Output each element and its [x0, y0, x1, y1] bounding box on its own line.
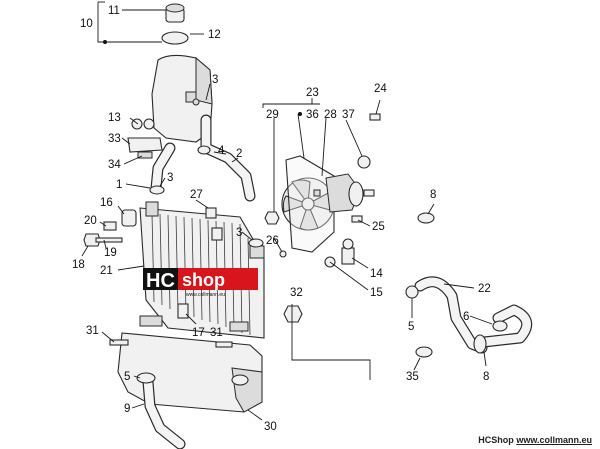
callout-24: 24 [374, 83, 387, 95]
leader-dots [103, 40, 302, 116]
callout-16: 16 [100, 197, 113, 209]
callout-5: 5 [408, 321, 414, 333]
callout-36: 36 [306, 109, 319, 121]
callout-28: 28 [324, 109, 337, 121]
callout-32: 32 [290, 287, 303, 299]
hose-tank-to-pump [200, 114, 256, 202]
watermark-hc: HC [146, 270, 175, 292]
hose-6 [478, 304, 533, 348]
leader-lines [81, 1, 493, 421]
callout-5: 5 [124, 371, 130, 383]
callout-23: 23 [306, 87, 319, 99]
hose-clamps [136, 145, 508, 384]
watermark-shop: shop [182, 270, 225, 290]
callout-33: 33 [108, 133, 121, 145]
callout-27: 27 [190, 189, 203, 201]
callout-13: 13 [108, 112, 121, 124]
small-hardware [83, 113, 381, 348]
callout-17: 17 [192, 327, 205, 339]
callout-8: 8 [483, 371, 489, 383]
callout-26: 26 [266, 235, 279, 247]
callout-9: 9 [124, 403, 130, 415]
callout-22: 22 [478, 283, 491, 295]
callout-15: 15 [370, 287, 383, 299]
hose-tank-to-radiator [150, 142, 176, 194]
callout-3: 3 [212, 74, 218, 86]
fan-assembly [281, 155, 364, 253]
callout-30: 30 [264, 421, 277, 433]
callout-4: 4 [218, 145, 225, 157]
callout-6: 6 [463, 311, 469, 323]
callout-10: 10 [80, 18, 93, 30]
callout-3: 3 [236, 227, 242, 239]
footer-url[interactable]: www.collmann.eu [516, 435, 592, 445]
callout-35: 35 [406, 371, 419, 383]
callout-11: 11 [108, 5, 120, 17]
callout-14: 14 [370, 268, 383, 280]
footer-credit: HCShop www.collmann.eu [478, 435, 592, 445]
callout-20: 20 [84, 215, 97, 227]
callout-37: 37 [342, 109, 355, 121]
hcshop-watermark: HC shop www.collmann.eu [143, 268, 258, 298]
callout-12: 12 [208, 29, 221, 41]
callout-21: 21 [100, 265, 113, 277]
callout-8: 8 [430, 189, 436, 201]
temperature-sensor [324, 238, 355, 268]
callout-3: 3 [167, 172, 173, 184]
tank-mounts [127, 118, 163, 159]
callout-labels: 11 10 12 3 13 33 34 4 2 1 3 27 16 20 19 … [72, 5, 491, 433]
callout-31: 31 [86, 325, 99, 337]
callout-34: 34 [108, 159, 121, 171]
callout-18: 18 [72, 259, 85, 271]
callout-25: 25 [372, 221, 385, 233]
callout-2: 2 [236, 148, 242, 160]
callout-31: 31 [210, 327, 223, 339]
hose-22 [414, 276, 488, 354]
expansion-tank [151, 3, 213, 143]
watermark-url: www.collmann.eu [186, 292, 225, 298]
callout-29: 29 [266, 109, 279, 121]
footer-brand: HCShop [478, 435, 514, 445]
callout-19: 19 [104, 247, 117, 259]
callout-1: 1 [116, 179, 122, 191]
lower-hose-9 [142, 376, 186, 449]
